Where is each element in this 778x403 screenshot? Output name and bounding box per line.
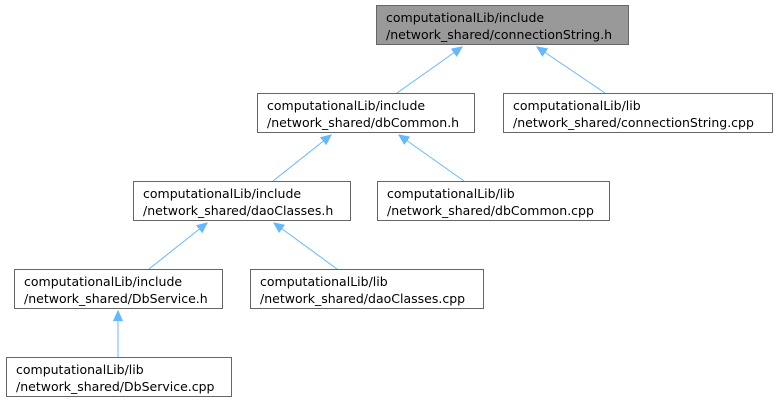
node-db-common-h-line2: /network_shared/dbCommon.h <box>267 115 460 130</box>
node-dao-classes-cpp-line2: /network_shared/daoClasses.cpp <box>260 291 466 306</box>
node-dao-classes-h-line2: /network_shared/daoClasses.h <box>143 203 334 218</box>
node-db-common-cpp-line2: /network_shared/dbCommon.cpp <box>387 203 594 218</box>
node-dao-classes-h[interactable]: computationalLib/include /network_shared… <box>133 181 351 221</box>
edge-dbcommon-cpp-to-dbcommon-h <box>399 135 465 182</box>
node-connection-string-h[interactable]: computationalLib/include /network_shared… <box>376 5 629 45</box>
node-connection-string-cpp-line2: /network_shared/connectionString.cpp <box>513 115 754 130</box>
node-db-common-h-line1: computationalLib/include <box>267 98 426 113</box>
node-db-service-cpp-line2: /network_shared/DbService.cpp <box>16 379 215 394</box>
node-db-common-h[interactable]: computationalLib/include /network_shared… <box>257 93 475 133</box>
node-db-service-h[interactable]: computationalLib/include /network_shared… <box>14 269 223 309</box>
node-connection-string-h-line2: /network_shared/connectionString.h <box>386 27 613 42</box>
edge-connectionstring-cpp-to-connectionstring-h <box>537 47 606 94</box>
edge-dbcommon-h-to-connectionstring-h <box>396 47 462 94</box>
node-connection-string-cpp[interactable]: computationalLib/lib /network_shared/con… <box>503 93 773 133</box>
edge-daoclasses-cpp-to-daoclasses-h <box>274 223 338 270</box>
node-db-common-cpp[interactable]: computationalLib/lib /network_shared/dbC… <box>377 181 610 221</box>
edge-daoclasses-h-to-dbcommon-h <box>272 135 331 182</box>
node-connection-string-h-line1: computationalLib/include <box>386 10 545 25</box>
node-dao-classes-h-line1: computationalLib/include <box>143 186 302 201</box>
node-db-service-h-line2: /network_shared/DbService.h <box>24 291 208 306</box>
node-db-service-cpp[interactable]: computationalLib/lib /network_shared/DbS… <box>6 357 232 397</box>
edge-dbservice-h-to-daoclasses-h <box>148 223 207 270</box>
node-dao-classes-cpp[interactable]: computationalLib/lib /network_shared/dao… <box>250 269 484 309</box>
node-db-common-cpp-line1: computationalLib/lib <box>387 186 515 201</box>
node-connection-string-cpp-line1: computationalLib/lib <box>513 98 641 113</box>
node-db-service-cpp-line1: computationalLib/lib <box>16 362 144 377</box>
node-dao-classes-cpp-line1: computationalLib/lib <box>260 274 388 289</box>
node-db-service-h-line1: computationalLib/include <box>24 274 183 289</box>
